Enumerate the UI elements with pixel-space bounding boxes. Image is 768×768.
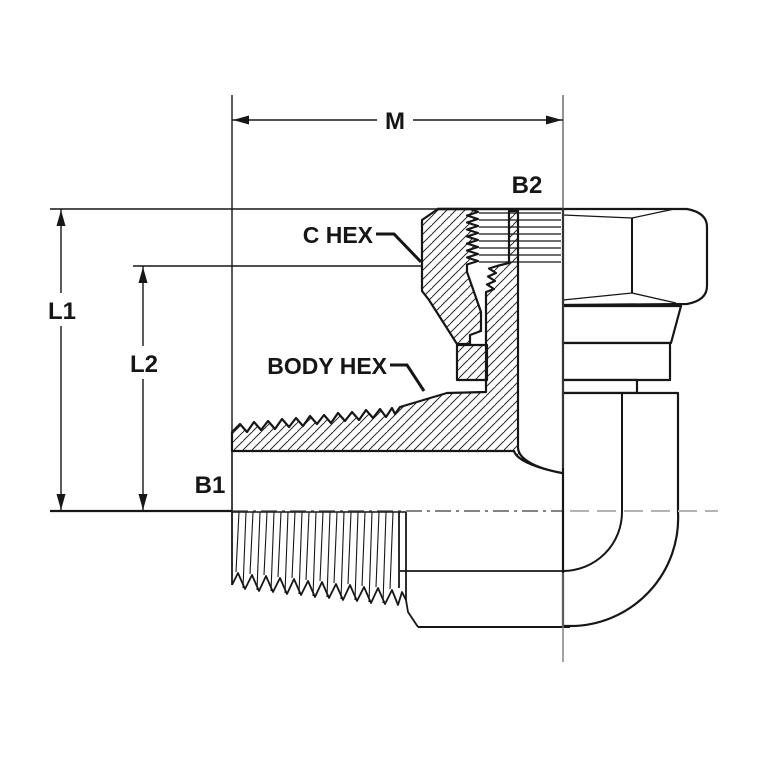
female-thread-lines bbox=[479, 212, 561, 263]
dimension-label-masks bbox=[43, 103, 413, 379]
l1-arrow-top bbox=[56, 210, 66, 226]
centerlines bbox=[50, 95, 718, 662]
section-cut-parts bbox=[230, 207, 564, 475]
callout-body-hex: BODY HEX bbox=[267, 353, 387, 379]
body-hex-leader bbox=[390, 363, 426, 392]
elbow-inner-corner bbox=[562, 393, 623, 572]
thread-crest-lines bbox=[235, 511, 394, 604]
body-section bbox=[230, 209, 564, 475]
l2-arrow-top bbox=[138, 267, 148, 283]
nut-skirt-exterior bbox=[561, 304, 683, 345]
dim-label-l2: L2 bbox=[130, 351, 158, 378]
exterior-right-details bbox=[400, 208, 677, 628]
c-hex-leader bbox=[376, 232, 423, 264]
male-npt-exterior bbox=[231, 511, 419, 628]
m-arrow-right bbox=[546, 115, 562, 125]
elbow-body-exterior bbox=[561, 391, 680, 628]
l1-arrow-bottom bbox=[56, 494, 66, 510]
hex-face-bottom-edge bbox=[562, 292, 677, 304]
neck-exterior bbox=[561, 378, 639, 395]
dim-label-m: M bbox=[385, 108, 405, 135]
m-arrow-left bbox=[233, 115, 249, 125]
dim-label-l1: L1 bbox=[48, 298, 76, 325]
c-hex-nut-section bbox=[420, 207, 483, 346]
dimension-arrows bbox=[56, 115, 562, 510]
callout-leaders bbox=[376, 232, 426, 392]
sleeve-band-exterior bbox=[561, 341, 672, 382]
thread-silhouette bbox=[231, 572, 419, 628]
swivel-nut-exterior bbox=[561, 207, 709, 307]
callout-c-hex: C HEX bbox=[303, 222, 374, 248]
port-label-b1: B1 bbox=[195, 472, 226, 499]
l2-arrow-bottom bbox=[138, 494, 148, 510]
retaining-sleeve-section bbox=[455, 343, 489, 382]
exterior-right bbox=[561, 207, 709, 628]
port-label-b2: B2 bbox=[512, 172, 543, 199]
